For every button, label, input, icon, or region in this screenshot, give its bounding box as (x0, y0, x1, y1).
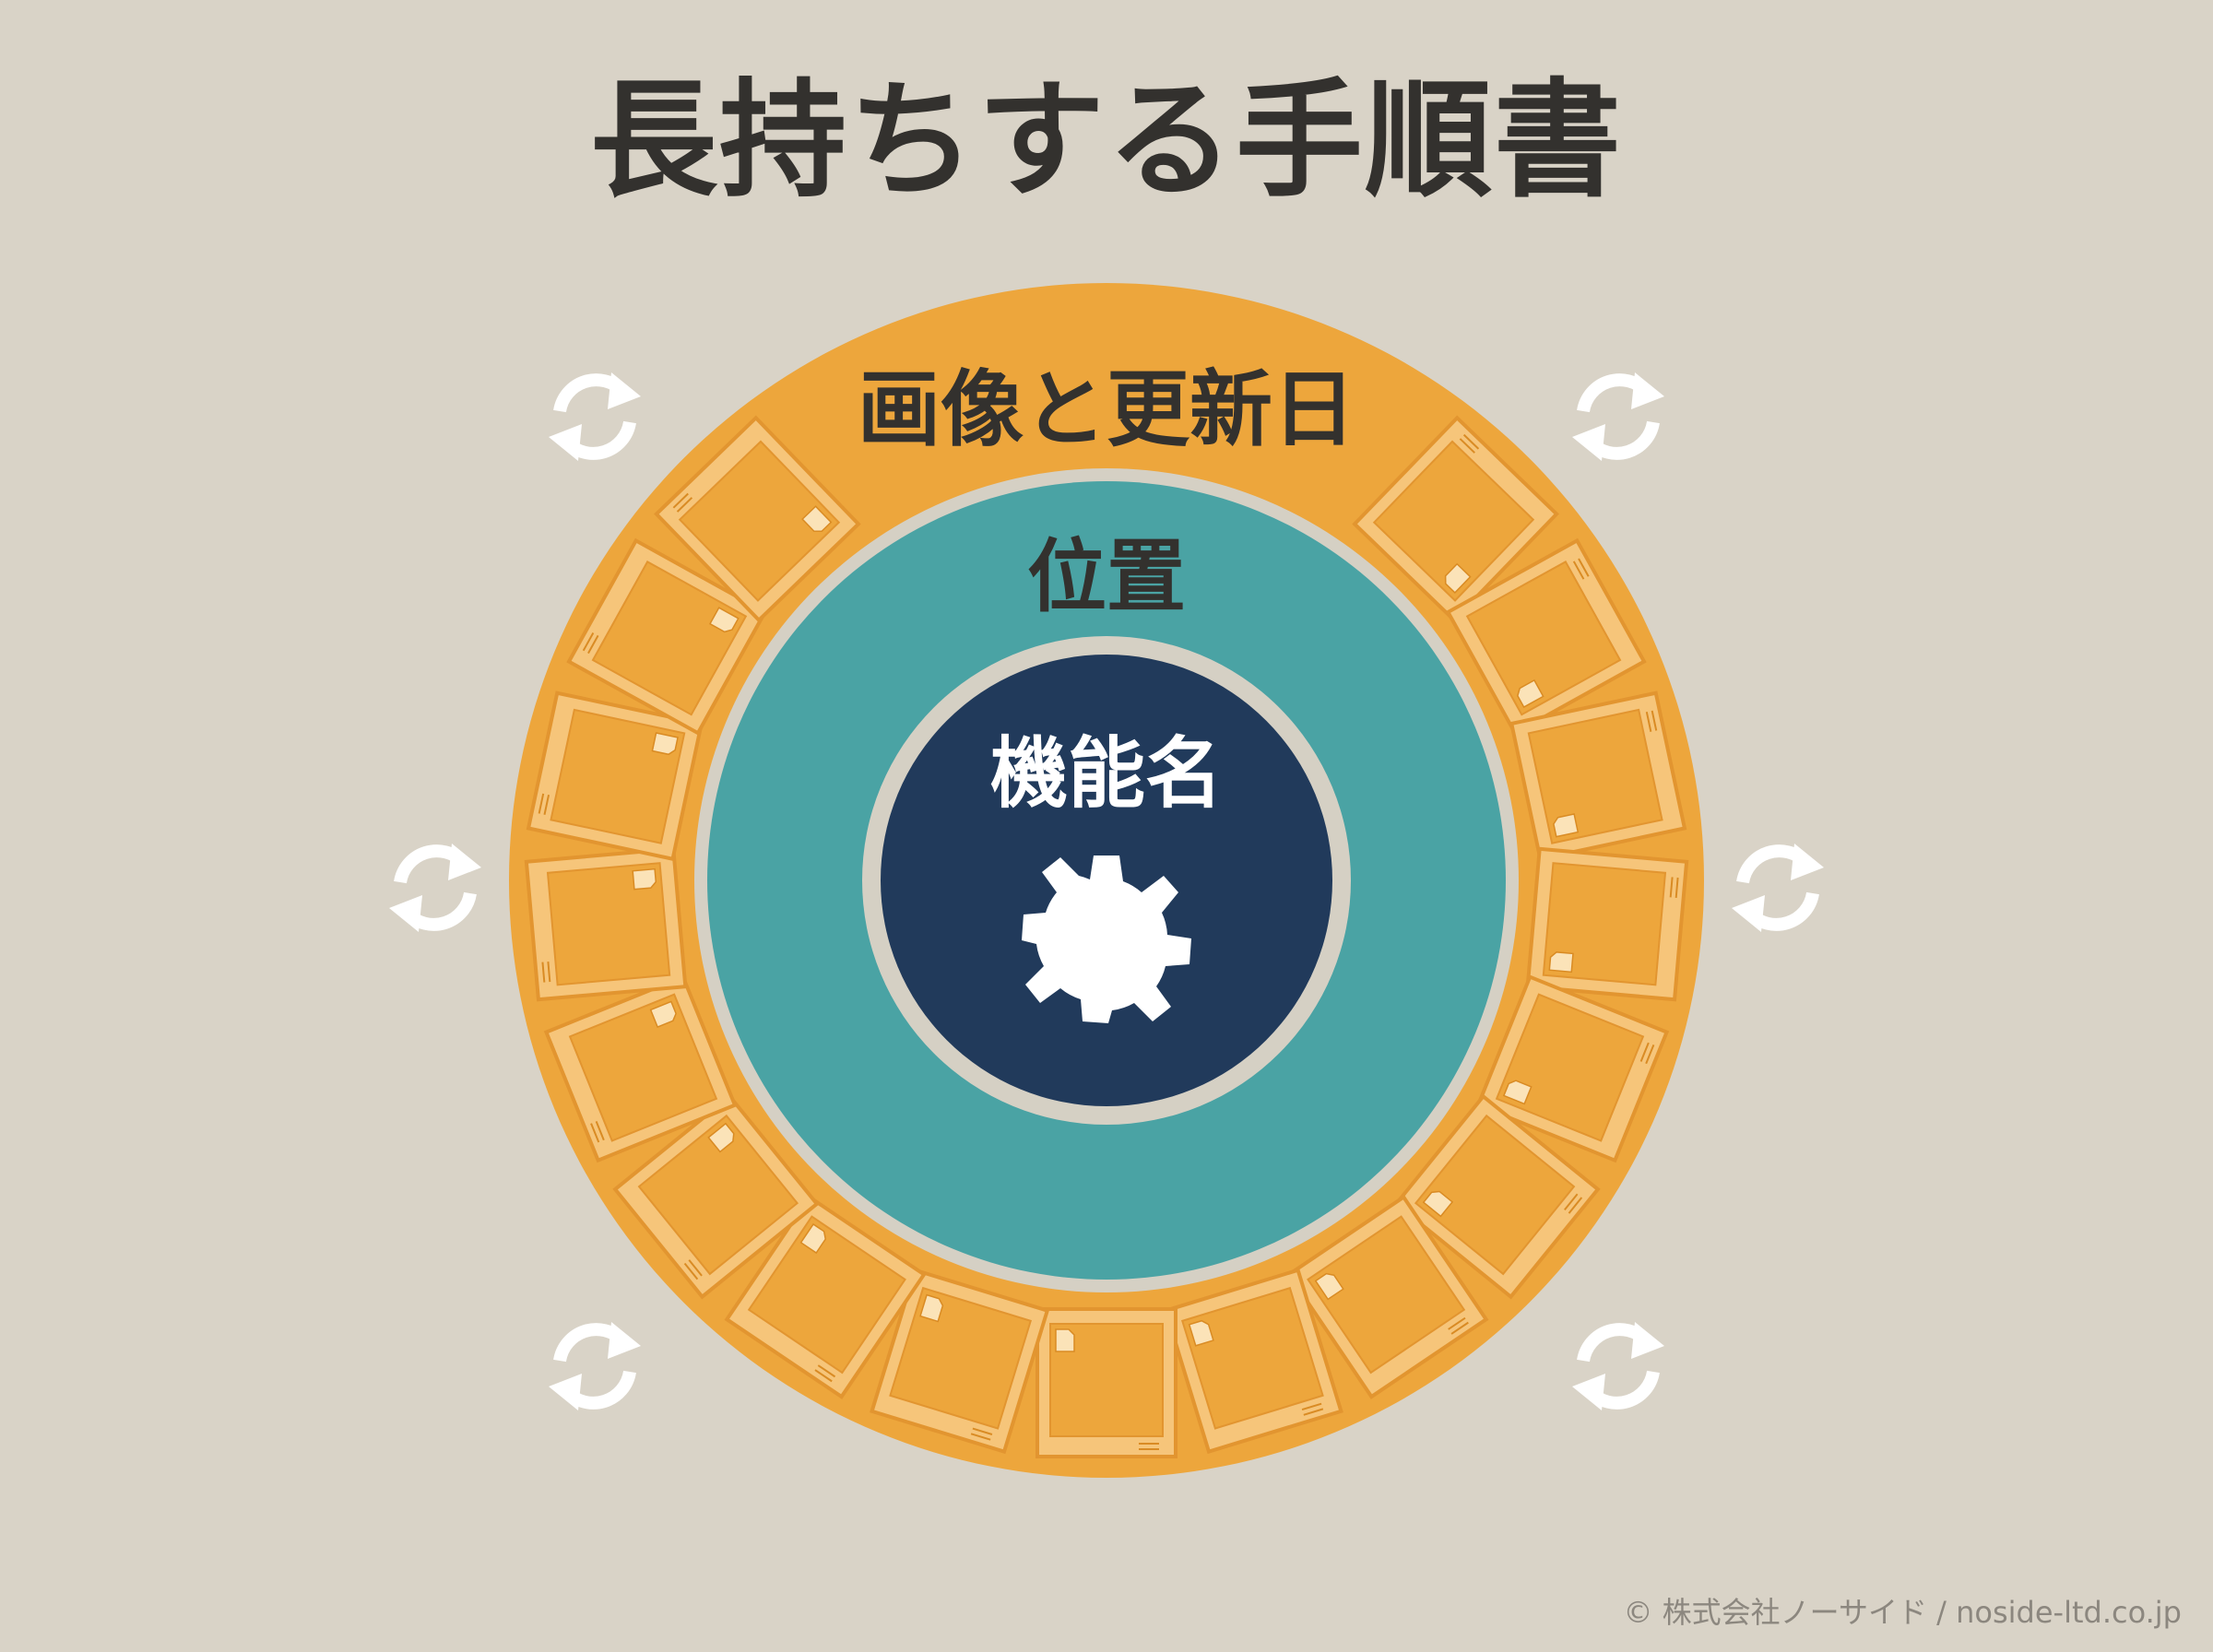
screenshot-card (1525, 846, 1689, 1002)
middle-ring-label: 位置 (1027, 531, 1186, 623)
refresh-icon (549, 372, 641, 461)
refresh-icon (549, 1322, 641, 1410)
document-icon (1502, 1080, 1533, 1105)
refresh-icon (1732, 844, 1824, 932)
screenshot-card (870, 1268, 1050, 1455)
screenshot-card (524, 846, 688, 1002)
inner-circle-label: 機能名 (990, 728, 1223, 819)
screenshot-card (1352, 415, 1559, 623)
screenshot-card (1286, 1194, 1489, 1399)
screenshot-card (543, 974, 738, 1163)
screenshot-card (1035, 1307, 1178, 1458)
screenshot-card (1163, 1268, 1343, 1455)
document-icon (1188, 1319, 1214, 1347)
screenshot-card (526, 690, 704, 862)
document-icon (708, 607, 740, 633)
document-icon (1444, 562, 1472, 594)
screenshot-card (1475, 974, 1670, 1163)
screenshot-card (654, 415, 861, 623)
screenshot-card (612, 1093, 820, 1300)
document-icon (1548, 951, 1574, 974)
refresh-icon (389, 844, 481, 932)
screenshot-card (1445, 537, 1647, 736)
copyright-credit: © 株式会社ノーサイド / noside-ltd.co.jp (1623, 1595, 2182, 1630)
document-icon (799, 1222, 827, 1255)
screenshot-card (1393, 1093, 1601, 1300)
document-icon (651, 732, 679, 756)
document-icon (632, 867, 657, 891)
refresh-icon (1572, 372, 1664, 461)
document-icon (707, 1122, 735, 1153)
screenshot-cards-ring (524, 415, 1689, 1458)
document-icon (1055, 1328, 1075, 1352)
document-icon (801, 505, 833, 532)
screenshot-card (566, 537, 768, 736)
page-title: 長持ちする手順書 (589, 66, 1623, 215)
document-icon (1314, 1272, 1344, 1301)
document-icon (649, 1000, 677, 1028)
document-icon (1553, 813, 1580, 838)
screenshot-card (1509, 690, 1687, 862)
refresh-icon (1572, 1322, 1664, 1410)
outer-ring-label: 画像と更新日 (858, 361, 1355, 458)
document-icon (919, 1293, 944, 1323)
screenshot-card (724, 1194, 927, 1399)
document-icon (1517, 678, 1544, 709)
document-icon (1422, 1190, 1454, 1218)
